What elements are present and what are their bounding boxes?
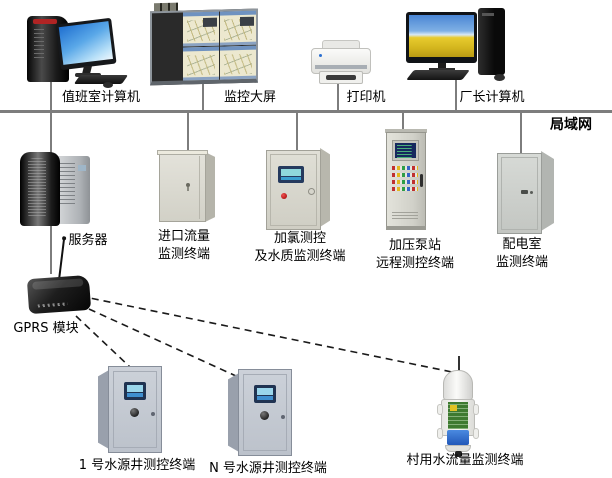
power-cabinet-icon (497, 151, 554, 234)
power-terminal-label: 配电室 监测终端 (495, 237, 549, 270)
connector-inlet-terminal (187, 112, 189, 156)
connector-printer (337, 80, 339, 112)
connector-power-terminal (520, 112, 522, 153)
village-flow-device-icon (437, 356, 481, 458)
well-terminal-n-label: N 号水源井测控终端 (209, 461, 327, 476)
pump-rack-icon (384, 129, 428, 233)
video-wall-label: 监控大屏 (223, 90, 277, 105)
connector-duty-computer (50, 78, 52, 112)
video-wall-icon (150, 8, 258, 86)
duty-computer-label: 值班室计算机 (61, 90, 141, 105)
duty-computer-icon (25, 12, 129, 88)
printer-label: 打印机 (346, 90, 386, 105)
director-computer-icon (406, 8, 508, 84)
connector-director-computer (455, 76, 457, 112)
lan-bus-line (0, 110, 612, 113)
chlorine-cabinet-icon (266, 148, 330, 230)
antenna-icon (58, 238, 66, 281)
connector-pump-terminal (402, 112, 404, 133)
chlorine-terminal-label: 加氯测控 及水质监测终端 (254, 231, 346, 264)
lan-label: 局域网 (550, 117, 592, 133)
wireless-link-well-n (77, 303, 237, 377)
pump-terminal-label: 加压泵站 远程测控终端 (375, 238, 455, 271)
connector-chlorine-terminal (296, 112, 298, 152)
well-cabinet-1-icon (98, 366, 162, 453)
connector-video-wall (202, 84, 204, 112)
printer-icon (311, 40, 371, 85)
wireless-link-village (79, 295, 453, 373)
inlet-cabinet-icon (157, 150, 216, 224)
wireless-link-well-1 (75, 315, 132, 369)
village-terminal-label: 村用水流量监测终端 (406, 453, 524, 468)
well-cabinet-n-icon (228, 369, 292, 456)
server-icon (20, 152, 92, 228)
gprs-module-icon (26, 238, 96, 316)
server-label: 服务器 (68, 233, 108, 248)
gprs-module-label: GPRS 模块 (13, 321, 79, 336)
director-computer-label: 厂长计算机 (459, 90, 525, 105)
well-terminal-1-label: 1 号水源井测控终端 (78, 458, 196, 473)
inlet-terminal-label: 进口流量 监测终端 (157, 229, 211, 262)
